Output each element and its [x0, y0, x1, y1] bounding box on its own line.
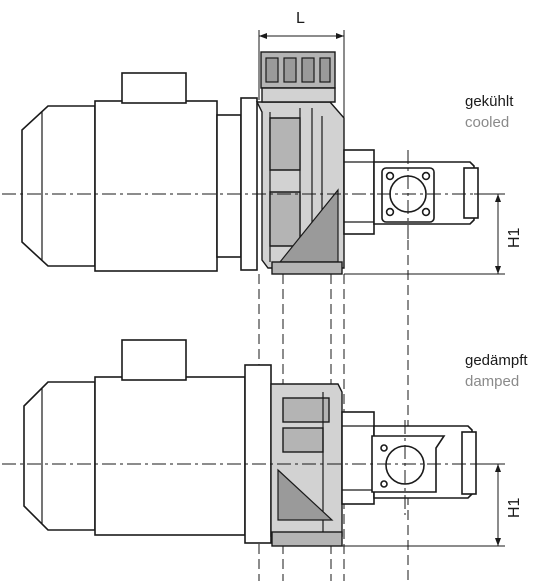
motor-flange-bottom [244, 364, 272, 544]
motor-flange [216, 114, 242, 258]
cooled-assembly [2, 51, 500, 275]
dimension-h1-bottom [342, 463, 505, 547]
damped-label-en: damped [465, 373, 520, 390]
cooled-label-en: cooled [465, 114, 510, 131]
damped-label-de: gedämpft [465, 352, 528, 369]
dimension-h1-top-label: H1 [506, 227, 523, 248]
damped-assembly [2, 339, 500, 547]
dimension-l-label: L [296, 10, 305, 27]
support-wedge-bottom [277, 468, 334, 521]
coupling-neck-bottom [341, 411, 375, 505]
motor-end-cap-bottom [23, 381, 96, 531]
terminal-box [121, 72, 187, 104]
motor-end-cap [21, 105, 96, 267]
dimension-h1-top [344, 193, 505, 275]
dimension-h1-bottom-label: H1 [506, 497, 523, 518]
dimension-l [258, 30, 345, 120]
coupling-neck [343, 149, 375, 235]
motor-body-bottom [94, 376, 246, 536]
base-foot [271, 261, 343, 275]
motor-body [94, 100, 218, 272]
base-foot-bottom [271, 531, 343, 547]
cooled-label-de: gekühlt [465, 93, 514, 110]
flange-plate [240, 97, 258, 271]
terminal-box-bottom [121, 339, 187, 381]
